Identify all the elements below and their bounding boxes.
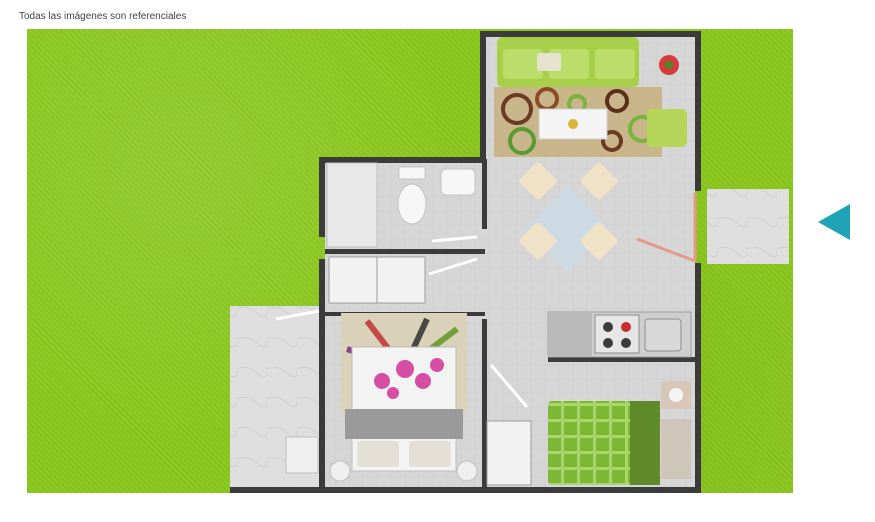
- bedroom2-closet: [486, 420, 532, 486]
- bathroom-sink: [440, 168, 476, 196]
- armchair: [647, 109, 687, 147]
- shower: [326, 162, 378, 248]
- toilet: [397, 183, 427, 225]
- kitchen-sink: [644, 318, 682, 352]
- bed-blanket: [345, 409, 463, 439]
- dining-set: [519, 162, 618, 272]
- entry-landing: [707, 189, 789, 264]
- bedside-furniture: [661, 419, 691, 479]
- throw-pillow: [537, 53, 561, 71]
- floor-plan-illustration: [27, 29, 793, 493]
- floor-plan: [230, 31, 789, 493]
- disclaimer-caption: Todas las imágenes son referenciales: [19, 11, 187, 22]
- bed-headboard: [630, 401, 660, 485]
- hallway-closet: [328, 256, 426, 304]
- entry-door: [636, 193, 697, 263]
- door-swings: [275, 235, 529, 408]
- kitchen-cabinet: [548, 312, 592, 357]
- nightstand-right: [456, 460, 478, 482]
- nightstand-left: [329, 460, 351, 482]
- stove: [594, 314, 640, 354]
- triangle-left-icon[interactable]: [818, 204, 850, 240]
- orchid-flowers: [374, 358, 444, 399]
- patio-sink: [285, 436, 319, 474]
